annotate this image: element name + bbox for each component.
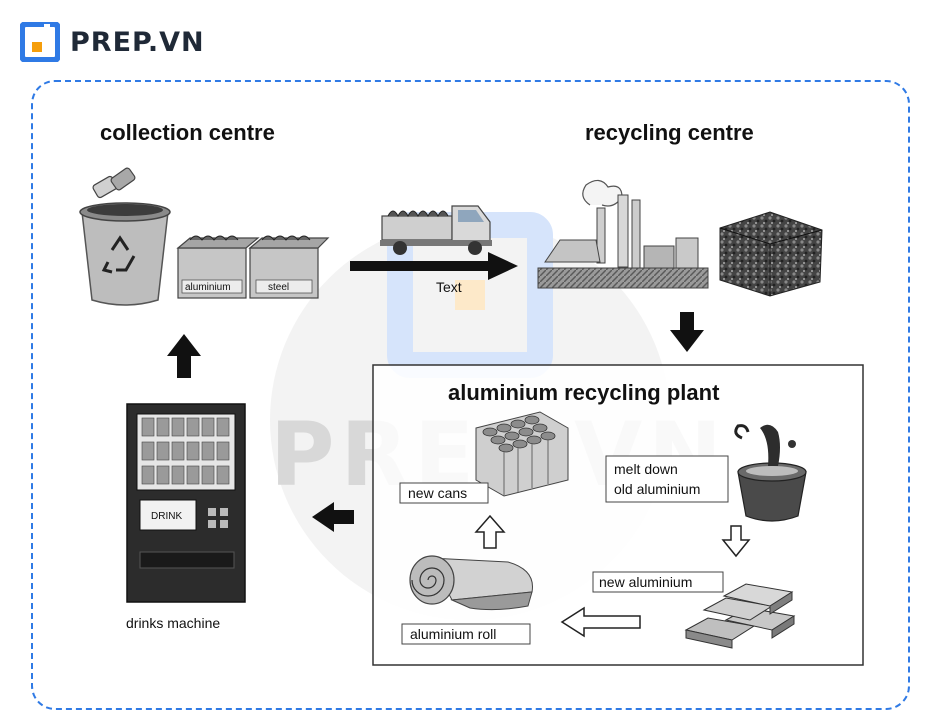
box-steel-label: steel [268,282,289,293]
recycling-centre-title: recycling centre [585,120,754,145]
crushed-bale-icon [719,211,823,297]
arrow-down-to-plant [670,312,704,352]
aluminium-roll-label: aluminium roll [410,626,496,642]
aluminium-box-icon: aluminium [176,235,260,299]
arrow-left-to-machine [312,502,354,532]
new-cans-label: new cans [408,485,467,501]
new-aluminium-label-box [592,571,724,593]
recycling-bin-icon [79,167,171,306]
vending-machine-icon [126,403,246,603]
new-aluminium-label: new aluminium [599,574,692,590]
ingots-icon [684,583,796,649]
prep-logo-icon [20,22,60,62]
melt-label-line1: melt down [614,461,678,477]
melt-label-box [605,455,729,503]
roll-icon [409,555,533,611]
hollow-arrow-up [474,514,506,549]
steel-box-icon: steel [248,235,330,299]
diagram-frame [31,80,910,710]
brand-name: PREP.VN [70,26,205,58]
factory-icon [537,179,709,289]
plant-title: aluminium recycling plant [448,380,720,405]
melt-label-line2: old aluminium [614,481,700,497]
hollow-arrow-left [560,606,641,638]
box-aluminium-label: aluminium [185,282,231,293]
aluminium-roll-label-box [401,623,531,645]
machine-sign-label: DRINK [151,511,182,522]
brand-logo: PREP.VN [20,22,205,62]
hollow-arrow-down [721,525,751,558]
transport-label: Text [436,279,462,295]
new-cans-label-box [399,482,489,504]
drinks-machine-label: drinks machine [126,615,220,631]
cans-icon [475,411,569,497]
transport-arrow [350,252,518,280]
molten-pot-icon [734,424,807,522]
truck-icon [380,205,492,255]
collection-centre-title: collection centre [100,120,275,145]
arrow-up-to-collection [167,334,201,378]
